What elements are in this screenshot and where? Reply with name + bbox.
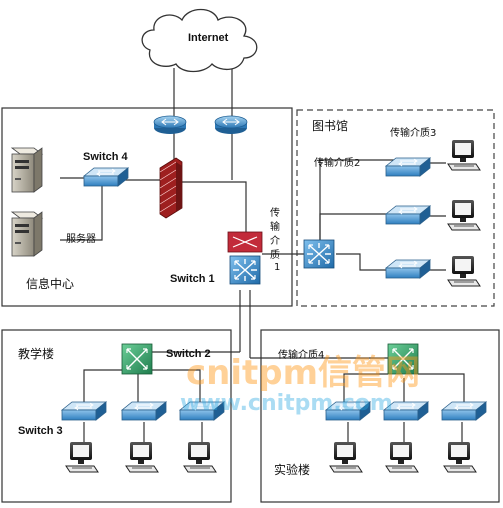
library-switch-1-icon xyxy=(385,157,431,177)
switch-3-label: Switch 3 xyxy=(18,425,63,437)
library-switch-3-icon xyxy=(385,259,431,279)
watermark-brand: cnitpm信管网 xyxy=(186,353,420,393)
library-core-switch-icon xyxy=(303,239,335,269)
medium-1-label-l1: 传 xyxy=(270,207,280,219)
medium-2-label: 传输介质2 xyxy=(314,156,360,169)
library-pc-2-icon xyxy=(447,199,481,231)
lab-building-label: 实验楼 xyxy=(274,462,310,477)
router-left-icon xyxy=(153,115,187,135)
teaching-building-label: 教学楼 xyxy=(18,346,54,361)
medium-1-label-l5: 1 xyxy=(274,262,280,273)
lab-pc-3-icon xyxy=(443,441,477,473)
library-switch-2-icon xyxy=(385,205,431,225)
lab-pc-1-icon xyxy=(329,441,363,473)
watermark-url: www.cnitpm.com xyxy=(180,391,393,416)
connection-lines xyxy=(60,68,465,442)
teaching-pc-1-icon xyxy=(65,441,99,473)
info-center-region xyxy=(1,107,293,307)
teaching-switch-1-icon xyxy=(61,401,107,421)
switch-2-icon xyxy=(121,343,153,375)
library-pc-1-icon xyxy=(447,139,481,171)
switch-2-label: Switch 2 xyxy=(166,348,211,360)
router-right-icon xyxy=(214,115,248,135)
medium-1-label-l3: 介 xyxy=(270,235,280,247)
medium-3-label: 传输介质3 xyxy=(390,126,436,139)
teaching-switch-2-icon xyxy=(121,401,167,421)
switch-1-label: Switch 1 xyxy=(170,273,215,285)
medium-1-label-l2: 输 xyxy=(270,220,280,233)
internet-cloud-icon xyxy=(141,8,258,73)
lab-pc-2-icon xyxy=(385,441,419,473)
teaching-pc-2-icon xyxy=(125,441,159,473)
firewall-icon xyxy=(159,157,183,219)
teaching-building-region xyxy=(1,329,232,503)
library-pc-3-icon xyxy=(447,255,481,287)
server-top-icon xyxy=(11,147,43,193)
medium-4-label: 传输介质4 xyxy=(278,348,324,361)
medium-1-label-l4: 质 xyxy=(270,249,280,261)
servers-label: 服务器 xyxy=(66,232,96,245)
server-bottom-icon xyxy=(11,211,43,257)
info-center-label: 信息中心 xyxy=(26,276,74,291)
internet-label: Internet xyxy=(188,32,229,44)
switch-1-icon xyxy=(227,231,263,285)
lab-switch-3-icon xyxy=(441,401,487,421)
lab-building-region xyxy=(260,329,500,503)
switch-4-label: Switch 4 xyxy=(83,151,129,163)
teaching-pc-3-icon xyxy=(183,441,217,473)
library-label: 图书馆 xyxy=(312,118,348,133)
switch-4-icon xyxy=(83,167,129,187)
library-region xyxy=(296,109,495,307)
